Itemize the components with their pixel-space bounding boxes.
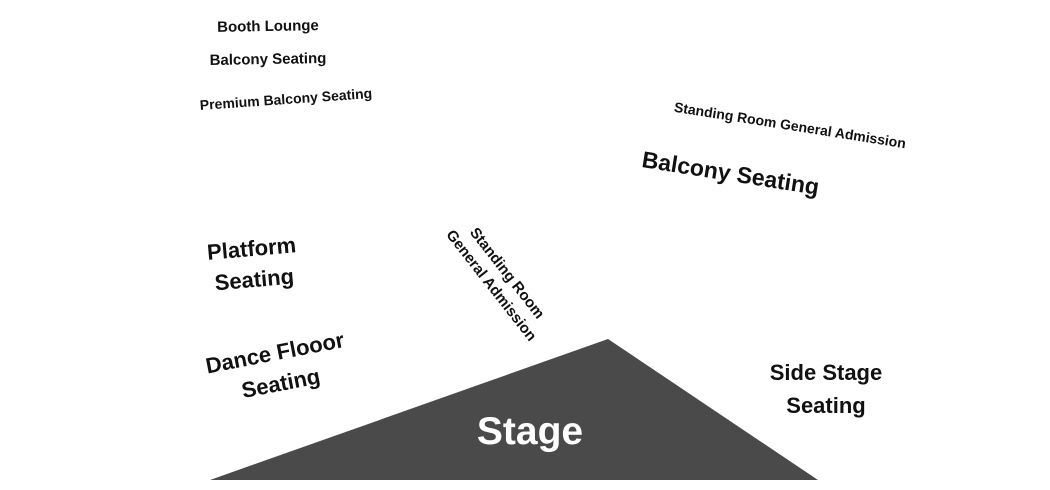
side-stage-line-1: Side Stage — [769, 360, 883, 385]
section-balcony-seating-left[interactable]: Balcony Seating — [209, 49, 327, 70]
section-booth-lounge[interactable]: Booth Lounge — [217, 17, 319, 36]
section-side-stage-seating[interactable]: Side Stage Seating — [752, 356, 900, 422]
stage-shape[interactable] — [210, 339, 818, 480]
section-platform-seating[interactable]: Platform Seating — [188, 229, 319, 301]
stage-label: Stage — [476, 410, 584, 453]
side-stage-line-2: Seating — [786, 393, 866, 418]
